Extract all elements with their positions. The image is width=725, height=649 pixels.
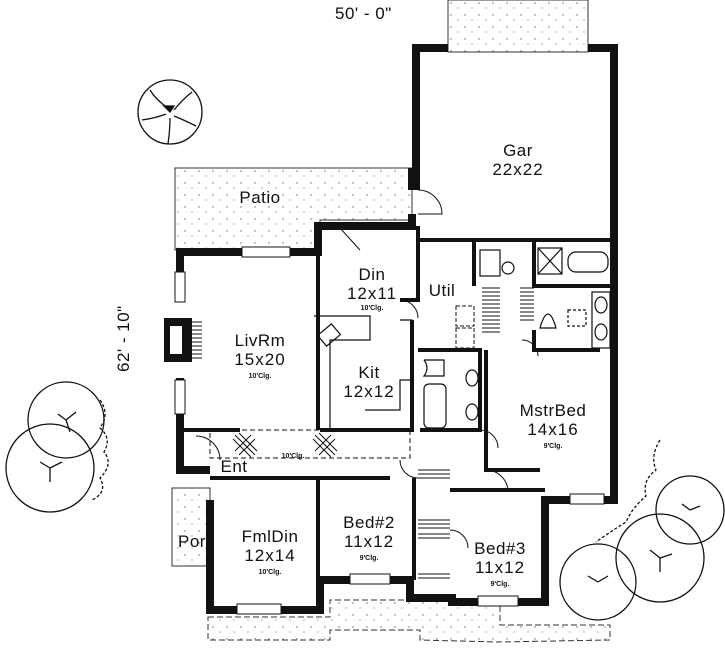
room-ceiling: 9'Clg. [359, 555, 379, 562]
porch-slab [171, 487, 211, 567]
room-name: Din [358, 265, 386, 284]
room-size: 14x16 [527, 420, 579, 439]
room-label-bedroom-3: Bed#3 11x12 9'Clg. [460, 540, 540, 588]
windows [174, 246, 605, 615]
room-name: Kit [358, 363, 380, 382]
room-name: LivRm [234, 331, 286, 350]
fireplace [164, 318, 202, 362]
room-size: 11x12 [474, 558, 526, 577]
door-swings [195, 189, 539, 549]
landscape-trees [5, 79, 725, 621]
room-label-dining: Din 12x11 10'Clg. [334, 266, 410, 312]
room-size: 12x11 [346, 284, 398, 303]
room-label-utility: Util [424, 282, 460, 299]
driveway-apron [447, 0, 589, 53]
room-size: 12x14 [244, 546, 296, 565]
overall-depth-dimension: 62' - 10" [114, 305, 133, 372]
room-size: 11x12 [343, 532, 395, 551]
room-ceiling: 10'Clg. [360, 305, 384, 312]
room-label-garage: Gar 22x22 [478, 142, 558, 178]
room-label-gallery: 10'Clg. [268, 453, 318, 460]
room-name: Gar [503, 141, 533, 160]
room-ceiling: 10'Clg. [248, 373, 272, 380]
room-label-kitchen: Kit 12x12 [334, 364, 404, 400]
stairs [418, 287, 534, 579]
tree-left-cluster [5, 381, 109, 513]
room-ceiling: 9'Clg. [543, 443, 563, 450]
room-size: 12x12 [343, 382, 395, 401]
ceiling-fixtures [232, 432, 338, 458]
tree-top-left [137, 79, 203, 145]
gallery-soffit [209, 429, 411, 459]
room-name: Por [178, 532, 206, 551]
room-name: Bed#2 [343, 513, 395, 532]
room-label-master-bedroom: MstrBed 14x16 9'Clg. [498, 402, 608, 450]
room-label-entry: Ent [214, 458, 254, 475]
room-name: Bed#3 [474, 539, 526, 558]
utility-appliances [455, 305, 475, 349]
room-name: Patio [239, 188, 281, 207]
room-name: Util [428, 281, 456, 300]
room-ceiling: 10'Clg. [258, 569, 282, 576]
room-ceiling: 9'Clg. [490, 581, 510, 588]
room-label-family-dining: FmlDin 12x14 10'Clg. [228, 528, 312, 576]
overall-width-dimension: 50' - 0" [335, 4, 392, 23]
room-label-living: LivRm 15x20 10'Clg. [218, 332, 302, 380]
room-ceiling: 10'Clg. [281, 453, 305, 460]
room-name: Ent [220, 457, 248, 476]
room-name: MstrBed [519, 401, 587, 420]
room-label-bedroom-2: Bed#2 11x12 9'Clg. [328, 514, 410, 562]
kitchen-counters [314, 315, 413, 430]
room-size: 22x22 [492, 160, 544, 179]
bath-fixtures [422, 247, 611, 429]
tree-right-cluster [559, 439, 725, 621]
front-walkway [207, 599, 611, 643]
room-size: 15x20 [234, 350, 286, 369]
patio-slab [174, 167, 413, 251]
room-label-porch: Por [174, 533, 210, 550]
room-label-patio: Patio [230, 189, 290, 206]
room-name: FmlDin [241, 527, 299, 546]
